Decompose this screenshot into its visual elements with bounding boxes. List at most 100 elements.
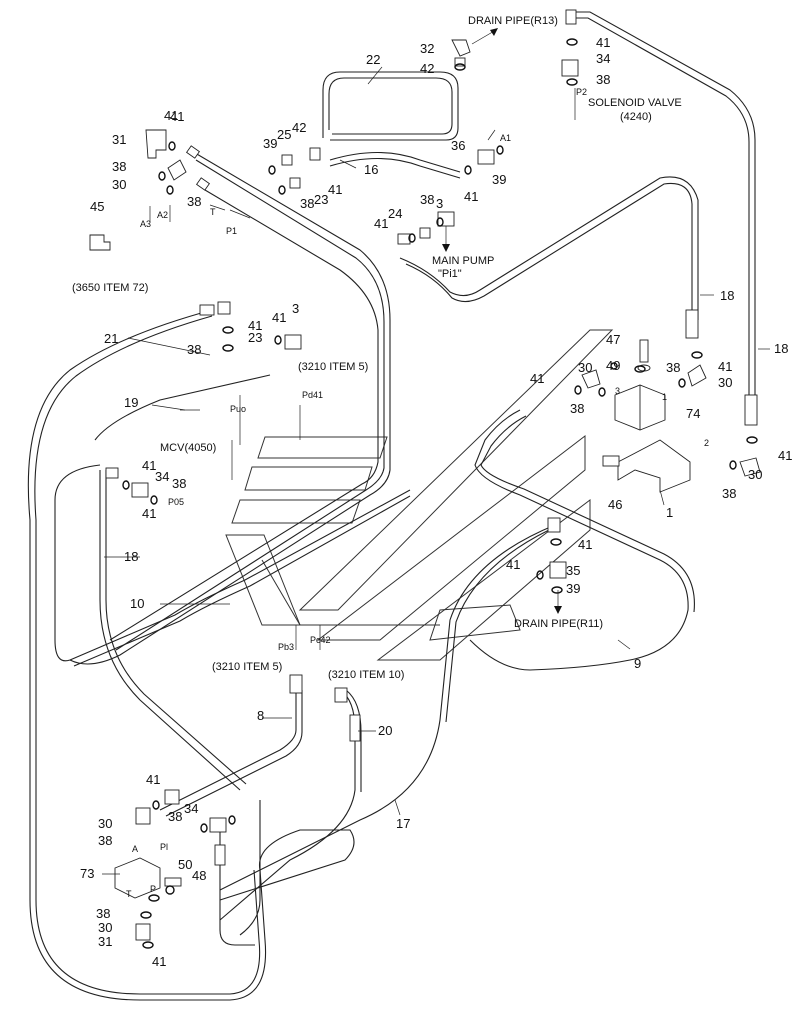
part-number-n49: 49 <box>606 358 620 373</box>
part-number-n41i: 41 <box>142 506 156 521</box>
part-number-n41f: 41 <box>248 318 262 333</box>
valve-block-73 <box>114 857 161 899</box>
part-number-n36: 36 <box>451 138 465 153</box>
part-number-n46: 46 <box>608 497 622 512</box>
pipe-16 <box>329 151 461 173</box>
pipe-21 <box>27 309 355 1001</box>
label-ref-3210-10: (3210 ITEM 10) <box>328 669 404 681</box>
port-label-p2: 2 <box>704 438 709 448</box>
tee-35 <box>549 561 567 579</box>
part-number-n24: 24 <box>388 206 402 221</box>
part-number-n38d: 38 <box>420 192 434 207</box>
pipe-17 <box>219 524 556 891</box>
part-number-n3a: 3 <box>436 196 443 211</box>
port-label-T_top: T <box>210 207 216 217</box>
part-number-n42b: 42 <box>420 61 434 76</box>
port-label-p1: 1 <box>662 392 667 402</box>
port-label-P1: P1 <box>226 226 237 236</box>
pipe-9 <box>469 409 689 671</box>
part-number-n30e: 30 <box>98 816 112 831</box>
part-number-n30f: 30 <box>98 920 112 935</box>
part-number-n34b: 34 <box>155 469 169 484</box>
part-number-n21: 21 <box>104 331 118 346</box>
part-number-n41e: 41 <box>596 35 610 50</box>
part-number-n18b: 18 <box>774 341 788 356</box>
part-number-n25: 25 <box>277 127 291 142</box>
tee-3-pump <box>437 211 455 227</box>
pipe-18-left <box>99 470 241 791</box>
tee-36 <box>477 149 495 165</box>
tee-3-mid <box>284 334 302 350</box>
port-label-T_bot: T <box>126 889 132 899</box>
part-number-n34a: 34 <box>596 51 610 66</box>
pipe-upper-left-2 <box>109 189 379 641</box>
part-number-n38i: 38 <box>666 360 680 375</box>
part-number-n41n: 41 <box>506 557 520 572</box>
part-number-n38h: 38 <box>570 401 584 416</box>
part-number-n1: 1 <box>666 505 673 520</box>
part-number-n38g: 38 <box>172 476 186 491</box>
part-number-n41d: 41 <box>374 216 388 231</box>
part-number-n30c: 30 <box>718 375 732 390</box>
part-number-n10: 10 <box>130 596 144 611</box>
port-label-Pd41: Pd41 <box>302 390 323 400</box>
part-number-n41q: 41 <box>170 109 184 124</box>
part-number-n35: 35 <box>566 563 580 578</box>
label-solenoid: SOLENOID VALVE <box>588 97 682 109</box>
part-number-n38m: 38 <box>96 906 110 921</box>
part-number-n45: 45 <box>90 199 104 214</box>
pipe-18-right <box>575 11 756 420</box>
part-number-n18a: 18 <box>720 288 734 303</box>
part-number-n41p: 41 <box>152 954 166 969</box>
port-label-A3: A3 <box>140 219 151 229</box>
port-label-Pl: Pl <box>160 842 168 852</box>
elbow-31-top <box>145 129 167 159</box>
tee-34-bottom <box>209 817 227 833</box>
part-number-n30a: 30 <box>112 177 126 192</box>
port-label-A_bot: A <box>132 844 138 854</box>
pipes <box>27 11 756 1001</box>
part-number-n3b: 3 <box>292 301 299 316</box>
part-number-n34c: 34 <box>184 801 198 816</box>
port-label-Pb3: Pb3 <box>278 642 294 652</box>
pipe-10 <box>54 464 411 662</box>
part-number-n41g: 41 <box>272 310 286 325</box>
port-label-P2: P2 <box>576 87 587 97</box>
port-label-P05: P05 <box>168 497 184 507</box>
part-number-n23b: 23 <box>248 330 262 345</box>
port-label-A2: A2 <box>157 210 168 220</box>
port-label-p3: 3 <box>615 386 620 396</box>
pipe-upper-left-1 <box>69 149 391 665</box>
callouts: DRAIN PIPE(R13) DRAIN PIPE(R11) SOLENOID… <box>72 15 792 969</box>
port-label-Puo: Puo <box>230 404 246 414</box>
part-number-n8: 8 <box>257 708 264 723</box>
part-number-n23a: 23 <box>314 192 328 207</box>
label-ref-3650-72: (3650 ITEM 72) <box>72 282 148 294</box>
part-number-n16: 16 <box>364 162 378 177</box>
part-number-n38k: 38 <box>98 833 112 848</box>
connector-45 <box>89 234 111 251</box>
port-label-P_bot: P <box>150 884 156 894</box>
mcv-outline <box>225 329 614 661</box>
part-number-n19: 19 <box>124 395 138 410</box>
label-solenoid-code: (4240) <box>620 111 652 123</box>
part-number-n41b: 41 <box>328 182 342 197</box>
label-drain-r13: DRAIN PIPE(R13) <box>468 15 558 27</box>
label-ref-3210-5-top: (3210 ITEM 5) <box>298 361 368 373</box>
elbow-32 <box>451 39 471 57</box>
part-number-n41k: 41 <box>718 359 732 374</box>
part-number-n74: 74 <box>686 406 700 421</box>
part-number-n22: 22 <box>366 52 380 67</box>
pipe-18-upper <box>399 176 699 320</box>
part-number-n73: 73 <box>80 866 94 881</box>
flow-arrows <box>442 28 562 614</box>
part-number-n18c: 18 <box>124 549 138 564</box>
port-label-Pc42: Pc42 <box>310 635 331 645</box>
part-number-n47: 47 <box>606 332 620 347</box>
o-rings <box>122 38 758 949</box>
pipe-19 <box>94 374 271 441</box>
tee-34-mid <box>131 482 149 498</box>
part-number-n30b: 30 <box>578 360 592 375</box>
part-number-n17: 17 <box>396 816 410 831</box>
